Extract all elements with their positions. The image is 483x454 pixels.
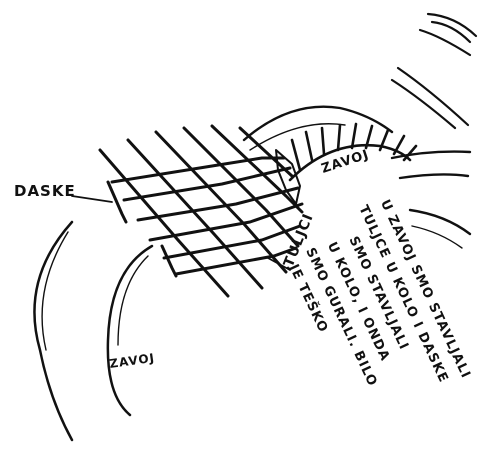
label-zavoj-top: ZAVOJ — [320, 147, 372, 177]
top-right-arcs — [392, 14, 476, 128]
label-zavoj-bottom: ZAVOJ — [108, 351, 155, 371]
left-curve-bands — [34, 222, 152, 440]
label-daske: DASKE — [14, 182, 76, 200]
plank-grid — [100, 126, 302, 296]
wheel-arcs — [244, 107, 470, 248]
